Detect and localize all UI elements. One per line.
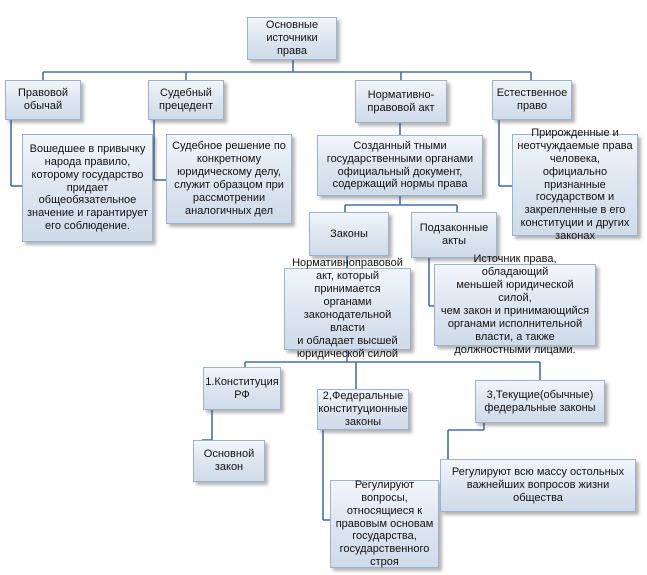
normative-act-description-text: Созданный тными государственными органам…: [326, 139, 474, 191]
natural-law-description-text: Прирожденные и неотчуждаемые права челов…: [517, 126, 633, 243]
federal-constitutional-description-text: Регулируют вопросы, относящиеся к правов…: [335, 478, 434, 569]
source-normative-act: Нормативно- правовой акт: [355, 80, 447, 123]
laws-description-text: Нормативнoправовой акт, который принимае…: [292, 257, 403, 360]
law-type-federal-ordinary-label: 3,Текущие(обычные) федеральные законы: [484, 388, 596, 414]
bylaws-description: Источник права, обладающий меньшей юриди…: [434, 253, 596, 356]
source-legal-custom-label: Правовой обычай: [18, 87, 68, 112]
legal-custom-description: Вошедшее в привычку народа правило, кото…: [22, 134, 153, 242]
source-judicial-precedent: Судебный прецедент: [148, 80, 224, 120]
natural-law-description: Прирожденные и неотчуждаемые права челов…: [512, 127, 638, 242]
source-legal-custom: Правовой обычай: [5, 80, 81, 120]
judicial-precedent-description: Судебное решение по конкретному юридичес…: [166, 134, 292, 224]
root-node: Основные источники права: [247, 17, 337, 60]
federal-ordinary-description-text: Регулируют всю массу остольных важнейших…: [451, 466, 625, 504]
federal-constitutional-description: Регулируют вопросы, относящиеся к правов…: [330, 478, 439, 569]
judicial-precedent-description-text: Судебное решение по конкретному юридичес…: [172, 140, 286, 217]
root-label: Основные источники права: [265, 19, 319, 57]
law-type-federal-constitutional-label: 2,Федеральные конституционные законы: [318, 390, 408, 428]
law-type-federal-constitutional: 2,Федеральные конституционные законы: [317, 389, 409, 430]
constitution-description-text: Основной закон: [203, 448, 255, 473]
federal-ordinary-description: Регулируют всю массу остольных важнейших…: [440, 459, 636, 512]
laws-label: Законы: [330, 227, 368, 240]
source-natural-law: Естественное право: [492, 80, 572, 120]
laws-node: Законы: [309, 212, 389, 256]
normative-act-description: Созданный тными государственными органам…: [317, 135, 483, 196]
law-type-constitution-label: 1.Конституция РФ: [205, 375, 279, 401]
bylaws-description-text: Источник права, обладающий меньшей юриди…: [440, 253, 590, 356]
bylaws-node: Подзаконные акты: [411, 212, 497, 258]
bylaws-label: Подзаконные акты: [419, 222, 489, 247]
constitution-description: Основной закон: [193, 440, 265, 482]
source-normative-act-label: Нормативно- правовой акт: [367, 88, 435, 114]
source-natural-law-label: Естественное право: [496, 87, 568, 112]
law-type-federal-ordinary: 3,Текущие(обычные) федеральные законы: [475, 380, 605, 423]
legal-custom-description-text: Вошедшее в привычку народа правило, кото…: [27, 142, 148, 233]
laws-description: Нормативнoправовой акт, который принимае…: [284, 257, 411, 360]
source-judicial-precedent-label: Судебный прецедент: [159, 87, 213, 112]
law-type-constitution: 1.Конституция РФ: [203, 367, 281, 410]
